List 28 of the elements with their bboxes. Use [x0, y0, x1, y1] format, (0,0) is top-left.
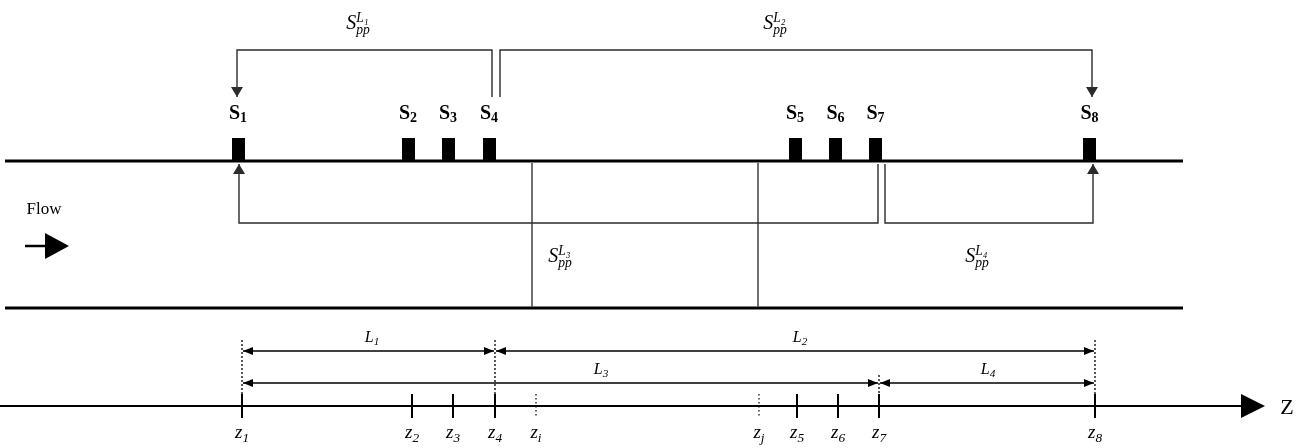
tick-label: z$_{j}$	[753, 421, 765, 443]
tick-label: z$_{5}$	[789, 421, 805, 443]
dimension-label: L$_{1}$	[364, 327, 380, 347]
sensor-label: S$_{5}$	[784, 100, 806, 124]
arrow	[233, 163, 879, 224]
tick-label: z$_{6}$	[830, 421, 846, 443]
tick-label: z$_{i}$	[530, 421, 542, 443]
tick-label: z$_{1}$	[234, 421, 250, 443]
tick-label: z$_{3}$	[445, 421, 461, 443]
arrow	[884, 163, 1099, 224]
sensor-label: S$_{3}$	[437, 100, 459, 124]
arrow	[499, 49, 1098, 98]
tick-label: z$_{7}$	[871, 421, 887, 443]
arrow	[231, 49, 493, 98]
sensor-label: S$_{6}$	[825, 100, 846, 124]
sensor-label: S$_{8}$	[1079, 100, 1100, 124]
sensor-label: S$_{7}$	[865, 100, 886, 124]
axis-label: Z	[1280, 394, 1294, 420]
sensor-label: S$_{1}$	[227, 100, 249, 124]
flow-label: Flow	[26, 199, 62, 219]
dimension-label: L$_{2}$	[792, 327, 808, 347]
sensor-label: S$_{2}$	[397, 100, 419, 124]
dimension-label: L$_{4}$	[980, 359, 996, 379]
tick-label: z$_{2}$	[404, 421, 420, 443]
tick-label: z$_{4}$	[487, 421, 503, 443]
tick-label: z$_{8}$	[1087, 421, 1103, 443]
dimension-label: L$_{3}$	[593, 359, 609, 379]
sensor-label: S$_{4}$	[478, 100, 500, 124]
